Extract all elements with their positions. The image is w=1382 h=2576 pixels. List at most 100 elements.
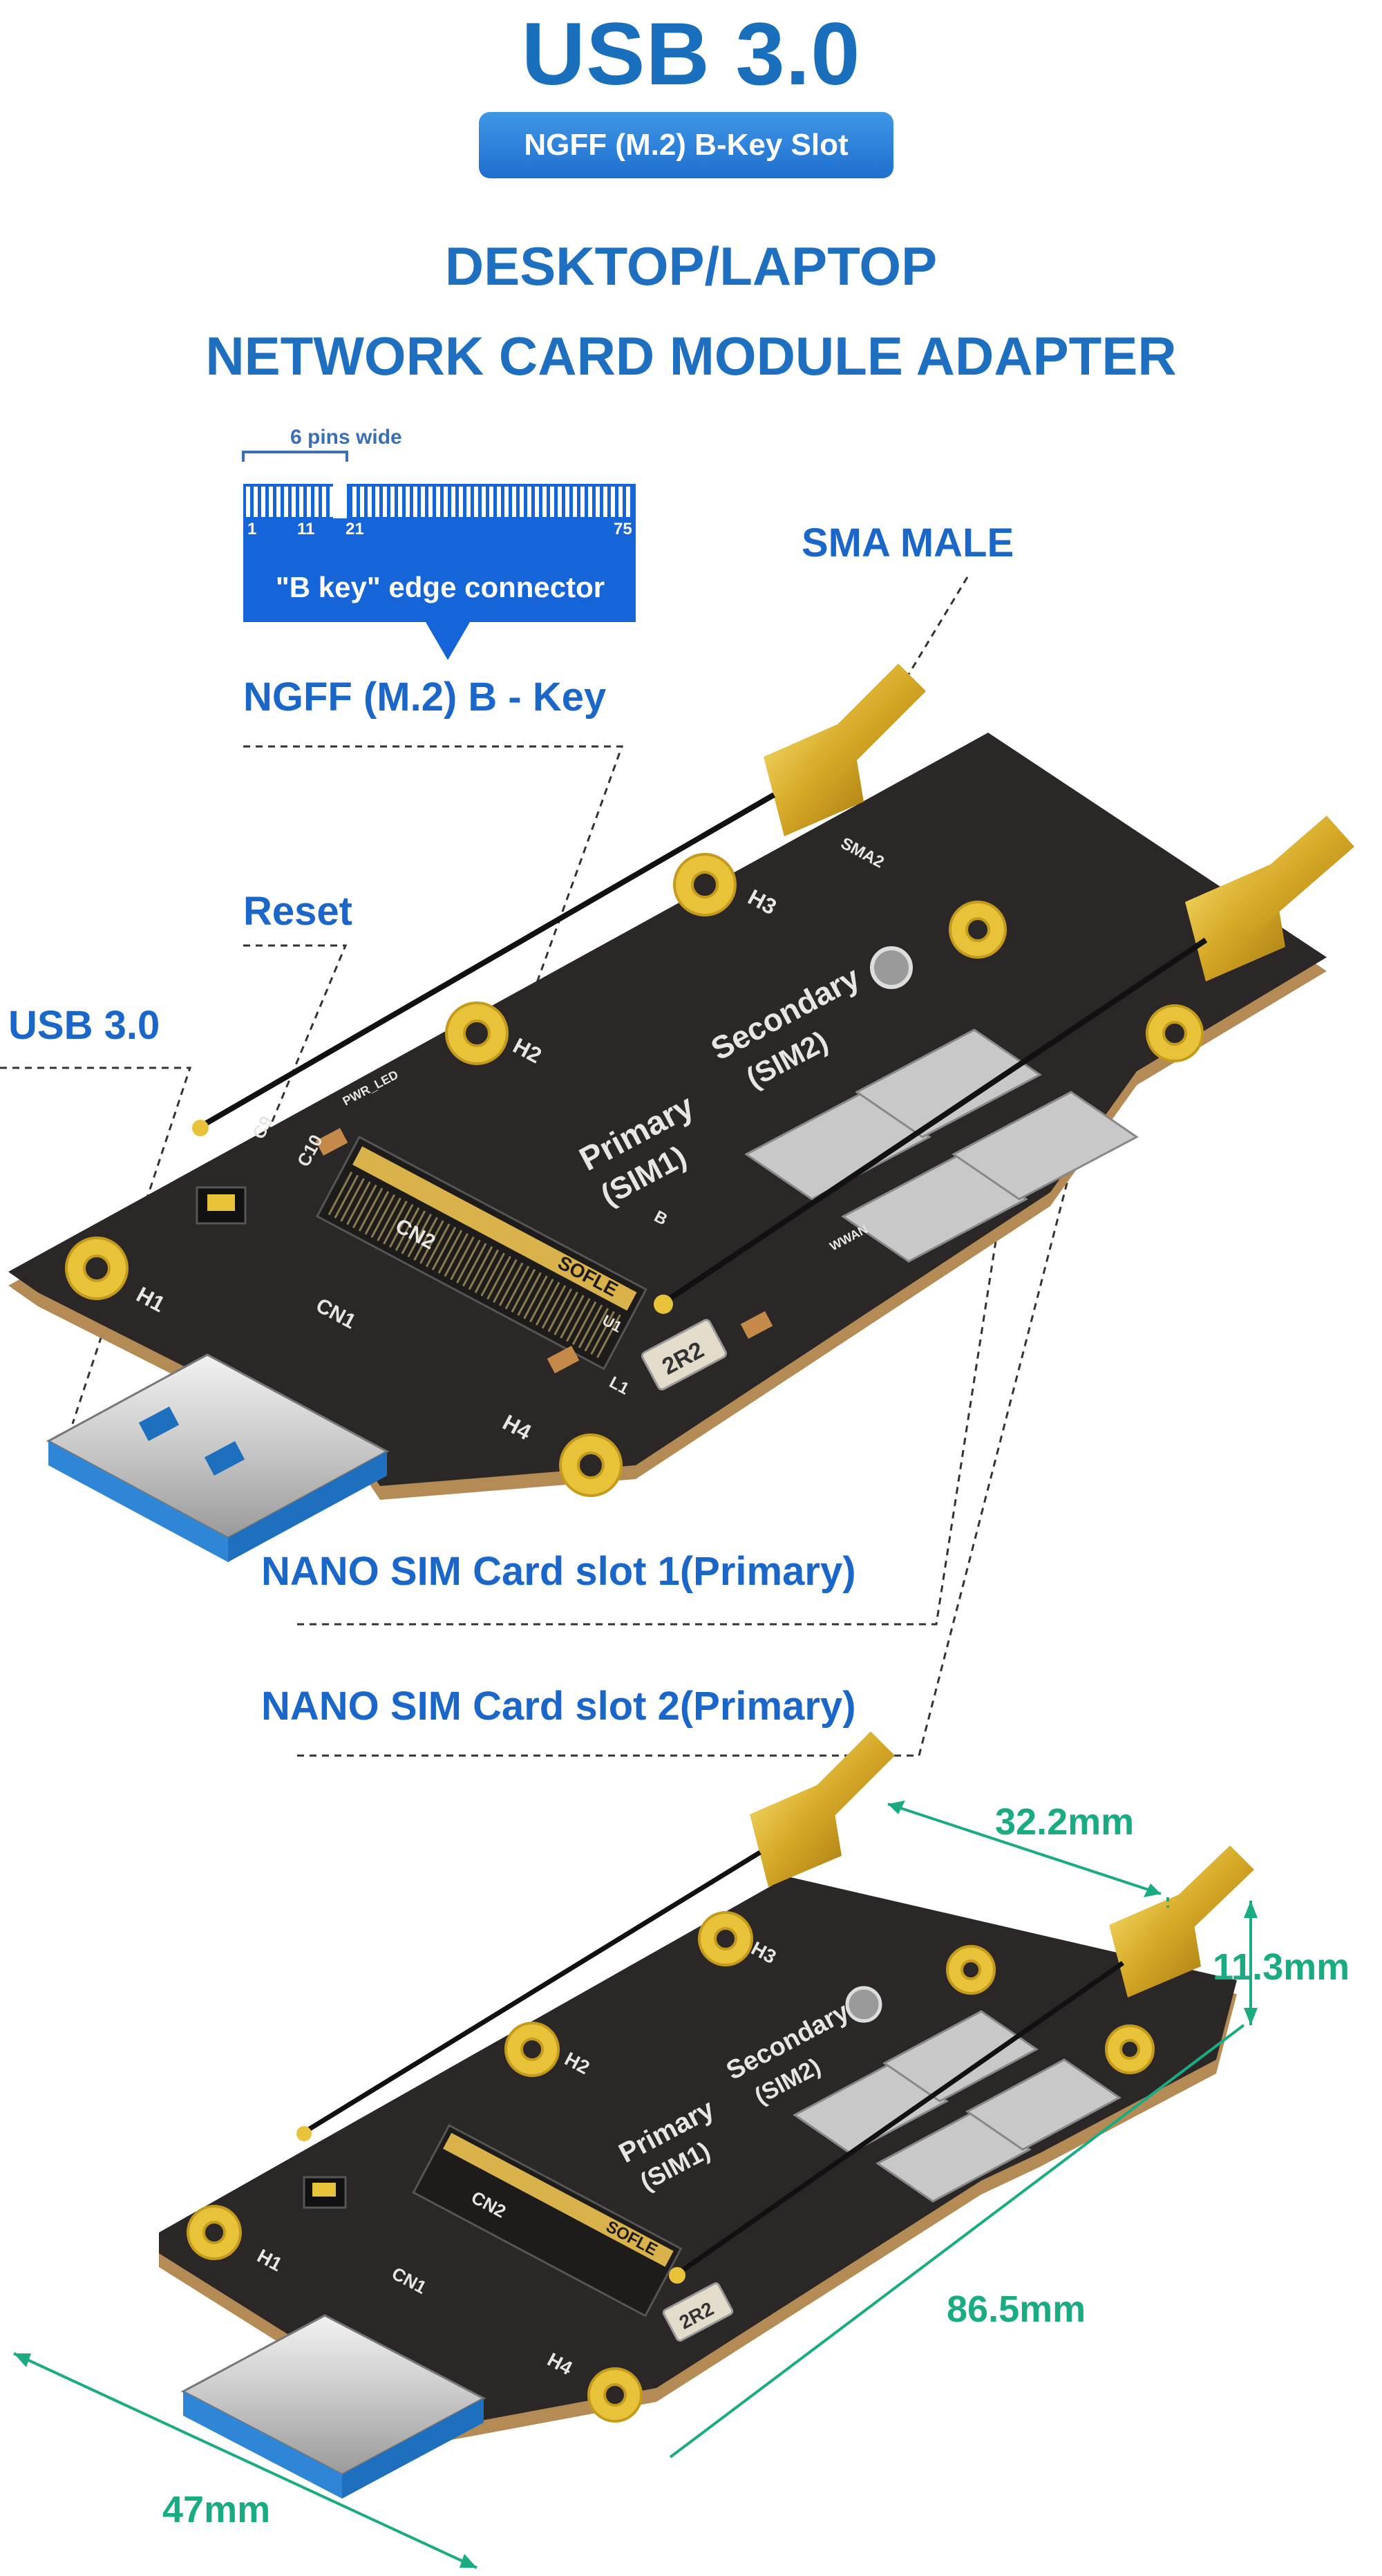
pin-label-75: 75 <box>614 520 632 538</box>
pins-wide-bracket <box>242 451 348 462</box>
connector-pin <box>261 487 265 517</box>
callout-ngff-bkey: NGFF (M.2) B - Key <box>243 675 607 720</box>
connector-pin <box>292 487 296 517</box>
socket-pin <box>566 1298 591 1342</box>
connector-pin <box>474 487 478 517</box>
connector-pin <box>398 487 402 517</box>
dimension-width-bottom: 47mm <box>162 2489 271 2530</box>
socket-pin <box>541 1285 567 1329</box>
connector-pin <box>573 487 577 517</box>
socket-pin <box>370 1194 396 1239</box>
subtitle-line-1: DESKTOP/LAPTOP <box>444 236 938 297</box>
pin-label-1: 1 <box>247 520 257 538</box>
socket-pin <box>511 1268 536 1313</box>
socket-pin <box>474 1249 500 1293</box>
dimension-width-top: 32.2mm <box>995 1801 1135 1843</box>
connector-pin <box>269 487 273 517</box>
connector-pin <box>482 487 486 517</box>
dimension-length: 86.5mm <box>947 2288 1086 2330</box>
connector-pin <box>383 487 387 517</box>
connector-pin <box>254 487 258 517</box>
connector-pin <box>284 487 288 517</box>
connector-pin <box>596 487 600 517</box>
subtitle-line-2: NETWORK CARD MODULE ADAPTER <box>205 326 1177 386</box>
connector-pin <box>299 487 303 517</box>
connector-pin <box>618 487 623 517</box>
connector-pin <box>444 487 448 517</box>
connector-pin <box>421 487 425 517</box>
socket-pin <box>352 1184 377 1229</box>
socket-pin <box>493 1259 518 1303</box>
page-title: USB 3.0 <box>521 5 861 104</box>
socket-pin <box>480 1252 505 1297</box>
callout-sim-slot-1: NANO SIM Card slot 1(Primary) <box>261 1549 856 1594</box>
connector-pin <box>451 487 455 517</box>
dimension-height: 11.3mm <box>1213 1946 1350 1988</box>
socket-pin <box>462 1243 487 1287</box>
socket-pin <box>431 1226 457 1271</box>
connector-pin <box>428 487 433 517</box>
connector-pin <box>466 487 471 517</box>
connector-pin <box>406 487 410 517</box>
socket-pin <box>407 1214 432 1258</box>
connector-pin <box>504 487 509 517</box>
edge-connector-body <box>243 484 636 660</box>
socket-pin <box>444 1233 468 1277</box>
connector-pin <box>322 487 326 517</box>
socket-pin <box>395 1207 420 1251</box>
dimension-lines <box>13 1803 1252 2569</box>
socket-pin <box>383 1201 408 1245</box>
top-board: SOFLE 2R2 P <box>8 664 1354 1562</box>
connector-pin <box>611 487 615 517</box>
socket-pin <box>498 1262 524 1306</box>
connector-pin <box>565 487 569 517</box>
socket-pin <box>388 1203 414 1248</box>
pin-label-21: 21 <box>346 520 364 538</box>
connector-caption: "B key" edge connector <box>275 571 605 603</box>
socket-pin <box>340 1178 365 1222</box>
connector-pin <box>246 487 250 517</box>
socket-pin <box>560 1295 585 1339</box>
socket-pin <box>437 1230 463 1274</box>
connector-pin <box>497 487 501 517</box>
socket-pin <box>364 1191 390 1235</box>
connector-pin <box>580 487 585 517</box>
connector-pin <box>368 487 372 517</box>
socket-pin <box>358 1187 384 1232</box>
connector-pin <box>535 487 539 517</box>
connector-pin <box>360 487 364 517</box>
connector-pin <box>527 487 531 517</box>
socket-pin <box>596 1314 621 1358</box>
socket-pin <box>346 1181 371 1225</box>
socket-pin <box>584 1308 609 1352</box>
callout-usb: USB 3.0 <box>8 1003 160 1048</box>
socket-pin <box>553 1291 578 1335</box>
connector-pin <box>330 487 334 517</box>
socket-pin <box>450 1236 475 1281</box>
socket-pin <box>504 1266 530 1310</box>
connector-pin <box>588 487 592 517</box>
socket-pin <box>413 1216 438 1261</box>
connector-pin <box>626 487 630 517</box>
connector-pin <box>375 487 379 517</box>
connector-pin <box>603 487 607 517</box>
connector-pin <box>314 487 319 517</box>
socket-pin <box>425 1223 451 1268</box>
connector-pins <box>246 487 630 517</box>
socket-pin <box>571 1301 597 1346</box>
bottom-board: SOFLE 2R2 Primary (SIM1) Secondary (SIM2… <box>159 1731 1254 2499</box>
connector-pin <box>512 487 516 517</box>
connector-pin <box>413 487 417 517</box>
socket-pin <box>468 1245 493 1290</box>
socket-pin <box>529 1278 554 1323</box>
socket-pin <box>377 1197 401 1241</box>
socket-pin <box>419 1220 444 1264</box>
callout-sim-slot-2: NANO SIM Card slot 2(Primary) <box>261 1684 856 1729</box>
connector-pin <box>520 487 524 517</box>
socket-pin <box>401 1210 426 1254</box>
socket-pin <box>590 1310 615 1355</box>
pins-wide-note: 6 pins wide <box>290 426 402 449</box>
